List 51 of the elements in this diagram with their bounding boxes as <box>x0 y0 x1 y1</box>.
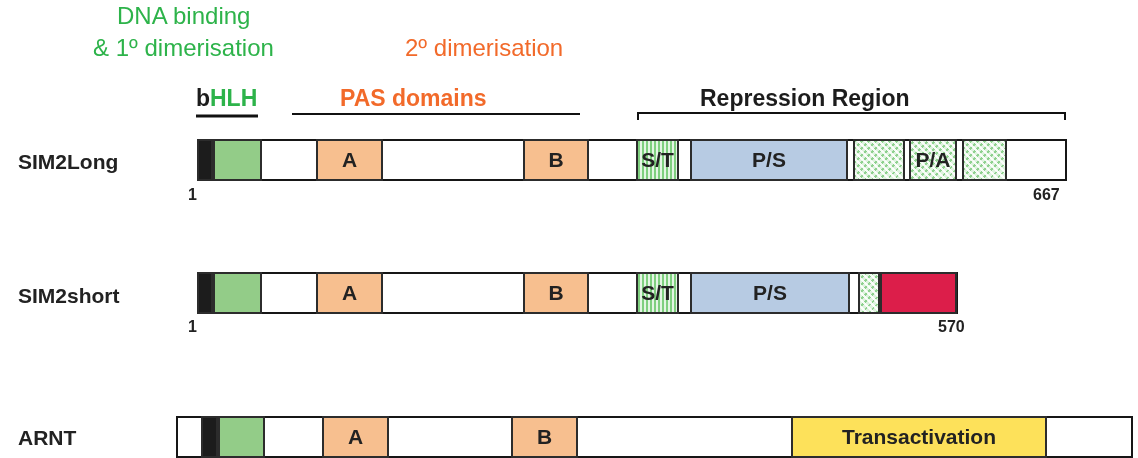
function-note: DNA binding <box>117 2 251 30</box>
region-heading: Repression Region <box>700 85 910 112</box>
domain-box <box>636 139 679 181</box>
domain-label: P/S <box>752 148 786 172</box>
domain-box <box>316 272 383 314</box>
domain-label: S/T <box>641 281 674 305</box>
function-note: & 1º dimerisation <box>93 34 274 62</box>
domain-box <box>511 416 578 458</box>
domain-label: A <box>341 148 358 172</box>
domain-box <box>218 416 265 458</box>
domain-box <box>880 272 957 314</box>
domain-label: S/T <box>641 148 674 172</box>
domain-heading: PAS domains <box>340 85 487 112</box>
protein-bar <box>197 139 1067 181</box>
domain-label: Transactivation <box>841 425 997 449</box>
domain-box <box>213 139 262 181</box>
domain-box <box>636 272 679 314</box>
protein-bar <box>176 416 1133 458</box>
residue-number: 667 <box>1033 186 1060 204</box>
domain-label: B <box>548 148 564 172</box>
domain-box <box>213 272 262 314</box>
domain-box <box>690 272 850 314</box>
protein-name: ARNT <box>18 426 77 450</box>
domain-box <box>523 139 589 181</box>
filled-block <box>201 416 218 458</box>
hatched-block <box>858 272 880 314</box>
domain-box <box>322 416 389 458</box>
domain-box <box>909 139 957 181</box>
protein-name: SIM2Long <box>18 150 119 174</box>
domain-label: P/A <box>915 148 951 172</box>
domain-label: P/S <box>753 281 787 305</box>
function-note: 2º dimerisation <box>405 34 564 62</box>
domain-box <box>690 139 848 181</box>
filled-block <box>197 272 213 314</box>
domain-heading: b <box>196 85 211 112</box>
domain-label: A <box>347 425 364 449</box>
filled-block <box>197 139 213 181</box>
domain-box <box>523 272 589 314</box>
protein-name: SIM2short <box>18 284 120 308</box>
hatched-block <box>853 139 905 181</box>
domain-label: B <box>548 281 564 305</box>
domain-label: B <box>536 425 553 449</box>
domain-box <box>316 139 383 181</box>
domain-heading: HLH <box>210 85 258 112</box>
residue-number: 1 <box>188 186 197 204</box>
domain-label: A <box>341 281 358 305</box>
protein-bar <box>197 272 958 314</box>
hatched-block <box>962 139 1007 181</box>
residue-number: 570 <box>938 318 965 336</box>
domain-box <box>791 416 1047 458</box>
residue-number: 1 <box>188 318 197 336</box>
